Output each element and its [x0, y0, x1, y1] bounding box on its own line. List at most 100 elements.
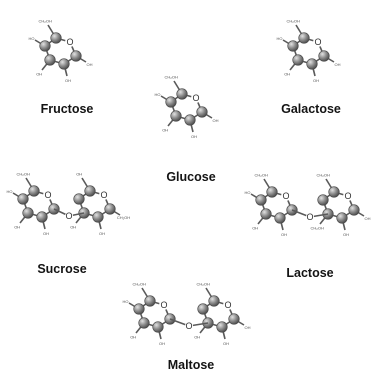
maltose-bridge-oxygen-bg: [185, 322, 193, 330]
lactose-carbon-atom: [348, 204, 360, 216]
sucrose-carbon-atom: [104, 203, 116, 215]
lactose-group-label: CH₂OH: [255, 172, 268, 177]
fructose-group-label: CH₂OH: [39, 18, 52, 23]
fructose-carbon-atom: [70, 50, 82, 62]
maltose-carbon-atom: [216, 321, 228, 333]
lactose-ring-oxygen: O: [344, 191, 351, 201]
glucose-carbon-atom: [184, 114, 196, 126]
maltose-group-label: HO: [123, 299, 129, 304]
lactose-ring-oxygen: O: [282, 191, 289, 201]
caption-fructose: Fructose: [41, 102, 94, 116]
maltose-group-label: CH₂OH: [133, 281, 146, 286]
caption-maltose: Maltose: [168, 358, 215, 372]
maltose-carbon-atom: [208, 295, 220, 307]
caption-galactose: Galactose: [281, 102, 341, 116]
maltose-carbon-atom: [197, 303, 209, 315]
lactose-group-label: OH: [343, 232, 349, 237]
sucrose-carbon-atom: [28, 185, 40, 197]
sucrose-carbon-atom: [22, 207, 34, 219]
maltose-carbon-atom: [133, 303, 145, 315]
sucrose-molecule: CH₂OH HO OH OH O: [7, 171, 60, 236]
lactose-group-label: CH₂OH: [317, 172, 330, 177]
glucose-group-label: OH: [213, 118, 219, 123]
sucrose-group-label: OH: [76, 171, 82, 176]
lactose-carbon-atom: [274, 212, 286, 224]
galactose-group-label: HO: [277, 36, 283, 41]
maltose-group-label: OH: [130, 335, 136, 340]
sucrose-group-label: OH: [70, 225, 76, 230]
maltose-group-label: OH: [194, 335, 200, 340]
lactose-bridge-oxygen: O: [306, 212, 313, 222]
sucrose-ring-oxygen-bg: [99, 190, 109, 200]
maltose-bridge-oxygen: O: [185, 321, 192, 331]
glucose-group-label: OH: [162, 128, 168, 133]
galactose-carbon-atom: [298, 32, 310, 44]
glucose-carbon-atom: [176, 88, 188, 100]
glucose-group-label: OH: [191, 134, 197, 139]
sucrose-bridge-oxygen-bg: [65, 212, 73, 220]
fructose-carbon-atom: [58, 58, 70, 70]
sucrose-carbon-atom: [73, 193, 85, 205]
caption-lactose: Lactose: [286, 266, 333, 280]
fructose-group-label: OH: [65, 78, 71, 83]
fructose-ring-oxygen-bg: [65, 37, 75, 47]
sucrose-group-label: CH₂OH: [17, 171, 30, 176]
maltose-ring-oxygen: O: [224, 300, 231, 310]
lactose-carbon-atom: [266, 186, 278, 198]
maltose-carbon-atom: [138, 317, 150, 329]
maltose-carbon-atom: [152, 321, 164, 333]
sucrose-group-label: CH₂OH: [117, 215, 130, 220]
maltose-ring-oxygen: O: [160, 300, 167, 310]
maltose-group-label: OH: [245, 325, 251, 330]
galactose-carbon-atom: [287, 40, 299, 52]
galactose-group-label: OH: [313, 78, 319, 83]
fructose-group-label: OH: [36, 72, 42, 77]
maltose-carbon-atom: [144, 295, 156, 307]
glucose-ring-oxygen-bg: [191, 93, 201, 103]
lactose-group-label: OH: [252, 226, 258, 231]
caption-sucrose: Sucrose: [37, 262, 86, 276]
maltose-group-label: OH: [223, 341, 229, 346]
galactose-group-label: OH: [335, 62, 341, 67]
glucose-group-label: CH₂OH: [165, 74, 178, 79]
sucrose-group-label: OH: [99, 231, 105, 236]
sucrose-ring-oxygen: O: [44, 190, 51, 200]
fructose-carbon-atom: [50, 32, 62, 44]
galactose-group-label: CH₂OH: [287, 18, 300, 23]
fructose-group-label: OH: [87, 62, 93, 67]
fructose-carbon-atom: [39, 40, 51, 52]
galactose-ring-oxygen-bg: [313, 37, 323, 47]
sucrose-carbon-atom: [92, 211, 104, 223]
glucose-carbon-atom: [196, 106, 208, 118]
sucrose-group-label: OH: [43, 231, 49, 236]
lactose-ring-oxygen-bg: [281, 191, 291, 201]
fructose-carbon-atom: [44, 54, 56, 66]
lactose-group-label: CH₂OH: [311, 226, 324, 231]
lactose-carbon-atom: [317, 194, 329, 206]
lactose-carbon-atom: [336, 212, 348, 224]
sucrose-bridge-oxygen: O: [65, 211, 72, 221]
galactose-carbon-atom: [292, 54, 304, 66]
caption-glucose: Glucose: [166, 170, 215, 184]
lactose-group-label: OH: [365, 216, 371, 221]
lactose-carbon-atom: [328, 186, 340, 198]
maltose-group-label: OH: [159, 341, 165, 346]
maltose-ring-oxygen-bg: [159, 300, 169, 310]
maltose-molecule: CH₂OH HO OH OH O: [123, 281, 176, 346]
lactose-bridge-oxygen-bg: [306, 213, 314, 221]
sucrose-group-label: OH: [14, 225, 20, 230]
maltose-ring-oxygen-bg: [223, 300, 233, 310]
glucose-carbon-atom: [170, 110, 182, 122]
lactose-ring-oxygen-bg: [343, 191, 353, 201]
galactose-carbon-atom: [306, 58, 318, 70]
fructose-ring-oxygen: O: [66, 37, 73, 47]
lactose-group-label: HO: [245, 190, 251, 195]
sucrose-group-label: HO: [7, 189, 13, 194]
sucrose-carbon-atom: [36, 211, 48, 223]
